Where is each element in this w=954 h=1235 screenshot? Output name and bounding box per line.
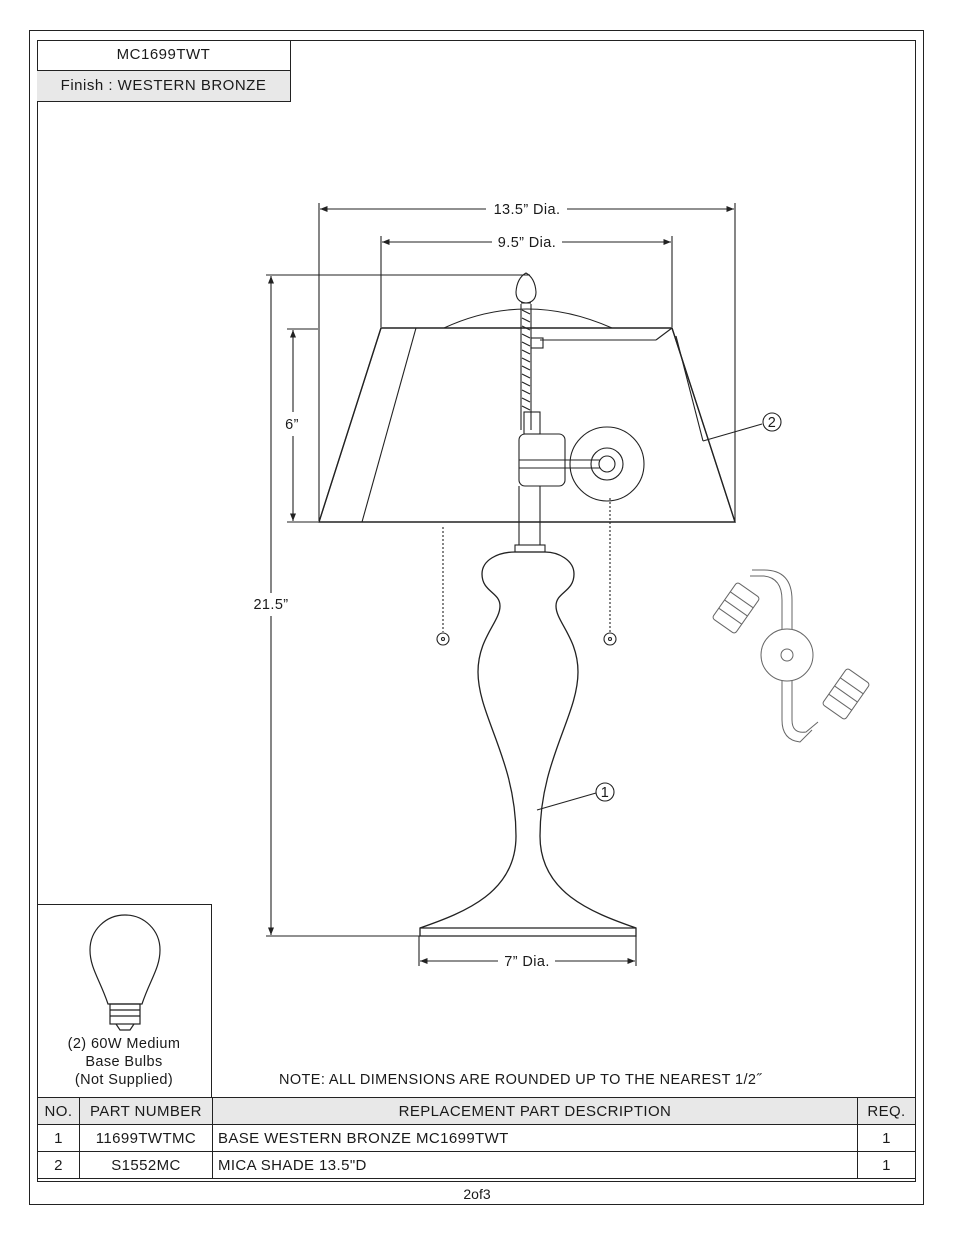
dim-label-base: 7” Dia. (504, 954, 550, 970)
header-no: NO. (37, 1097, 80, 1125)
row-part-number: S1552MC (78, 1151, 213, 1179)
dim-label-shade-bottom: 13.5” Dia. (494, 202, 561, 218)
title-block: MC1699TWT Finish : WESTERN BRONZE (37, 40, 291, 102)
row-part-number: 11699TWTMC (78, 1124, 213, 1152)
socket-cluster-illustration (712, 569, 870, 743)
callout-2-circle (762, 412, 782, 432)
callout-1-label: 1 (601, 785, 609, 801)
header-part-number: PART NUMBER (78, 1097, 213, 1125)
bulb-illustration (89, 914, 161, 1031)
row-req: 1 (856, 1124, 917, 1152)
bulb-text-line1: (2) 60W Medium (67, 1036, 181, 1052)
callout-1-circle (595, 782, 615, 802)
model-number: MC1699TWT (37, 40, 290, 71)
lamp-shade (318, 308, 736, 523)
parts-table: NO. PART NUMBER REPLACEMENT PART DESCRIP… (37, 1097, 917, 1179)
row-description: BASE WESTERN BRONZE MC1699TWT (211, 1124, 858, 1152)
bulb-text-line3: (Not Supplied) (74, 1072, 174, 1088)
finish-label: Finish : WESTERN BRONZE (37, 71, 290, 101)
lamp-rod (514, 272, 645, 553)
dimension-shade-top (380, 236, 673, 327)
dimension-shade-bottom (318, 203, 736, 522)
callout-2-label: 2 (768, 415, 776, 431)
dimensions-note: NOTE: ALL DIMENSIONS ARE ROUNDED UP TO T… (279, 1072, 762, 1088)
row-req: 1 (856, 1151, 917, 1179)
dimension-shade-height (287, 328, 318, 523)
inner-border (37, 40, 916, 1182)
lamp-base (419, 551, 637, 937)
dimension-total-height (266, 274, 530, 937)
dimension-base (418, 936, 637, 966)
page-number: 2of3 (463, 1186, 491, 1202)
outer-border (29, 30, 924, 1205)
row-no: 2 (37, 1151, 80, 1179)
pull-chains (442, 498, 611, 632)
header-description: REPLACEMENT PART DESCRIPTION (211, 1097, 858, 1125)
parts-table-header: NO. PART NUMBER REPLACEMENT PART DESCRIP… (37, 1097, 917, 1125)
header-req: REQ. (856, 1097, 917, 1125)
dim-label-shade-top: 9.5” Dia. (498, 235, 556, 251)
bulb-text-line2: Base Bulbs (85, 1054, 163, 1070)
table-row: 2 S1552MC MICA SHADE 13.5"D 1 (37, 1151, 917, 1179)
dim-label-total-height: 21.5” (253, 597, 288, 613)
dim-label-shade-height: 6” (285, 417, 299, 433)
table-row: 1 11699TWTMC BASE WESTERN BRONZE MC1699T… (37, 1124, 917, 1152)
row-no: 1 (37, 1124, 80, 1152)
bulb-info-box: (2) 60W Medium Base Bulbs (Not Supplied) (37, 904, 212, 1098)
row-description: MICA SHADE 13.5"D (211, 1151, 858, 1179)
